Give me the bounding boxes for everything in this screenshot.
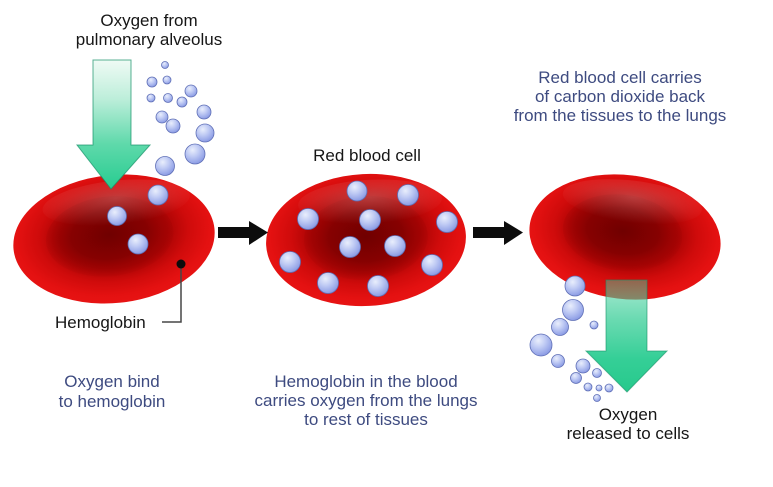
oxygen-molecule-dot [583, 382, 593, 392]
oxygen-molecule-dot [397, 184, 419, 206]
oxygen-molecules-released-right [529, 275, 614, 402]
oxygen-molecules-in-middle-cell [279, 180, 458, 297]
oxygen-molecule-dot [551, 354, 565, 368]
oxygen-molecule-dot [162, 75, 172, 85]
oxygen-molecule-dot [436, 211, 458, 233]
oxygen-molecule-dot [146, 93, 156, 103]
label-oxygen-bind: Oxygen bind to hemoglobin [58, 372, 166, 411]
label-red-blood-cell: Red blood cell [313, 146, 421, 165]
oxygen-molecule-dot [127, 233, 149, 255]
red-blood-cell-right [529, 174, 721, 300]
oxygen-molecule-dot [176, 96, 188, 108]
label-carbon-dioxide-back: Red blood cell carries of carbon dioxide… [513, 68, 727, 125]
cell-highlight [562, 179, 702, 225]
oxygen-molecule-dot [570, 372, 582, 384]
oxygen-molecule-dot [346, 180, 368, 202]
oxygen-molecule-dot [575, 358, 591, 374]
oxygen-molecule-dot [297, 208, 319, 230]
oxygen-molecule-dot [551, 318, 569, 336]
oxygen-molecule-dot [184, 143, 206, 165]
label-hemoglobin-in-blood: Hemoglobin in the blood carries oxygen f… [254, 372, 478, 429]
oxygen-molecules-in-left-cell [107, 184, 169, 255]
oxygen-molecule-dot [279, 251, 301, 273]
oxygen-molecule-dot [147, 184, 169, 206]
oxygen-molecule-dot [595, 384, 603, 392]
hemoglobin-marker-dot [176, 259, 186, 269]
label-oxygen-from-alveolus: Oxygen from pulmonary alveolus [75, 11, 223, 49]
label-oxygen-released: Oxygen released to cells [566, 405, 690, 443]
oxygen-molecule-dot [165, 118, 181, 134]
oxygen-molecule-dot [592, 368, 602, 378]
oxygen-molecule-dot [367, 275, 389, 297]
oxygen-molecules-falling-left [146, 61, 215, 176]
oxygen-inflow-arrow [75, 59, 152, 190]
oxygen-molecule-dot [163, 93, 173, 103]
flow-arrow-1 [218, 221, 268, 245]
hemoglobin-pointer [162, 259, 186, 323]
oxygen-molecule-dot [421, 254, 443, 276]
oxygen-molecule-dot [184, 84, 198, 98]
label-hemoglobin: Hemoglobin [55, 313, 146, 332]
oxygen-molecule-dot [317, 272, 339, 294]
oxygen-molecule-dot [562, 299, 584, 321]
red-blood-cell-middle [266, 173, 466, 307]
oxygen-molecule-dot [604, 383, 614, 393]
oxygen-molecule-dot [196, 104, 212, 120]
oxygen-molecule-dot [107, 206, 127, 226]
oxygen-release-arrow [584, 279, 669, 393]
oxygen-molecule-dot [384, 235, 406, 257]
oxygen-molecule-dot [529, 333, 553, 357]
oxygen-molecule-dot [564, 275, 586, 297]
oxygen-molecule-dot [155, 156, 175, 176]
oxygen-molecule-dot [161, 61, 169, 69]
oxygen-molecule-dot [593, 394, 601, 402]
oxygen-molecule-dot [146, 76, 158, 88]
oxygen-molecule-dot [339, 236, 361, 258]
red-blood-cell-left [13, 174, 215, 304]
oxygen-molecule-dot [359, 209, 381, 231]
flow-arrow-2 [473, 221, 523, 245]
oxygen-molecule-dot [589, 320, 599, 330]
oxygen-molecule-dot [195, 123, 215, 143]
oxygen-molecule-dot [155, 110, 169, 124]
